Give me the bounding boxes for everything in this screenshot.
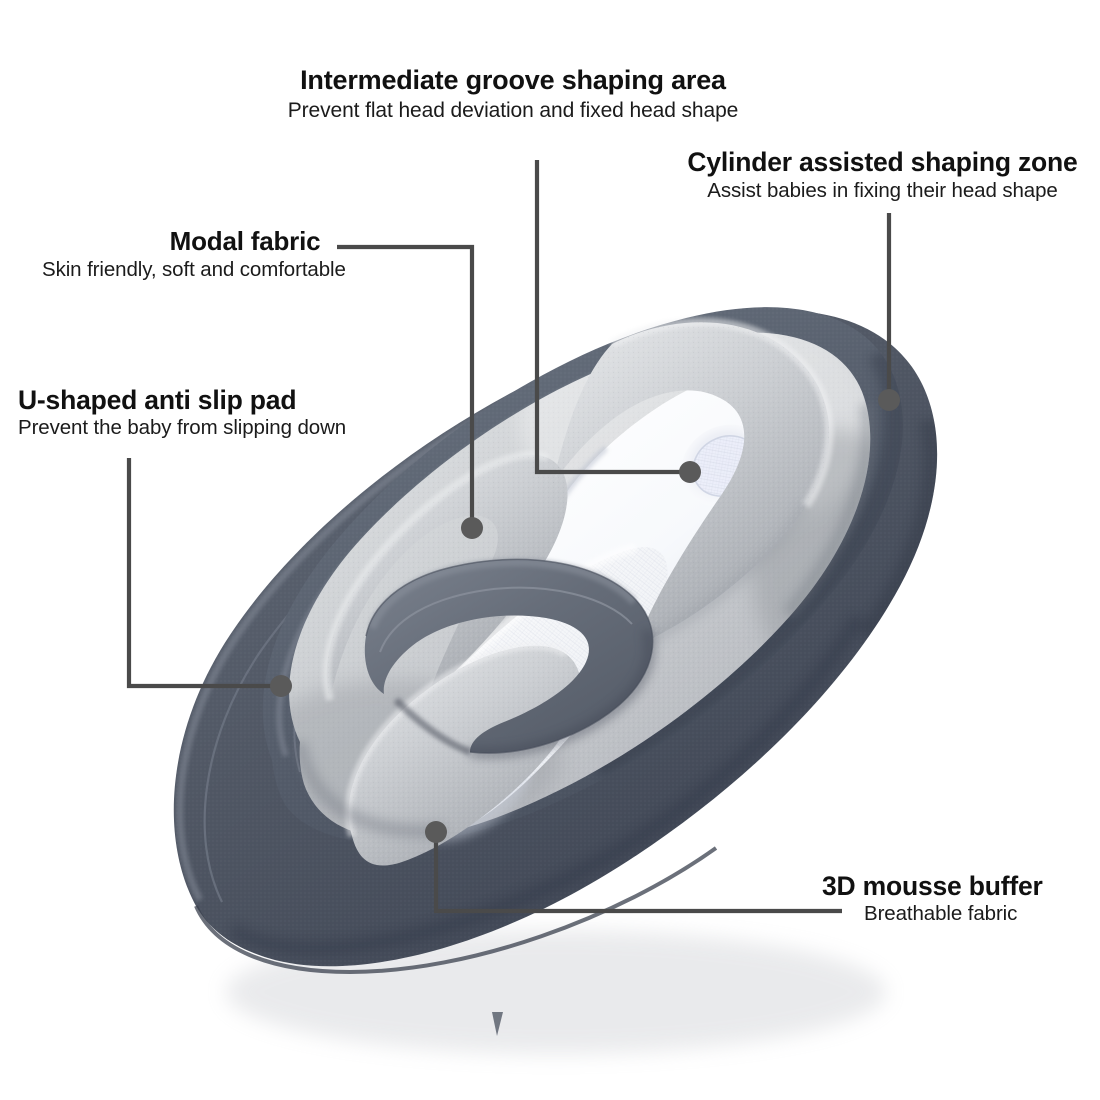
callout-intermediate-groove: Intermediate groove shaping area Prevent… [278,66,748,122]
callout-u-shaped-anti-slip-pad: U-shaped anti slip pad Prevent the baby … [18,386,398,440]
callout-subtitle: Prevent the baby from slipping down [18,416,347,440]
callout-cylinder-zone: Cylinder assisted shaping zone Assist ba… [660,148,1100,203]
callout-modal-fabric: Modal fabric Skin friendly, soft and com… [42,226,382,282]
callout-title: U-shaped anti slip pad [18,385,297,415]
callout-title: Cylinder assisted shaping zone [687,147,1078,177]
anti-slip-strap [364,558,655,758]
callout-3d-mousse-buffer: 3D mousse buffer Breathable fabric [822,872,1092,926]
callout-subtitle: Breathable fabric [864,902,1018,926]
callout-title: 3D mousse buffer [822,871,1043,901]
callout-subtitle: Prevent flat head deviation and fixed he… [287,98,739,122]
callout-title: Modal fabric [169,226,321,256]
seam-tag [492,1012,503,1036]
callout-subtitle: Assist babies in fixing their head shape [707,179,1058,203]
callout-subtitle: Skin friendly, soft and comfortable [42,257,346,281]
callout-title: Intermediate groove shaping area [300,65,726,95]
foot-roll-layer [344,641,581,866]
